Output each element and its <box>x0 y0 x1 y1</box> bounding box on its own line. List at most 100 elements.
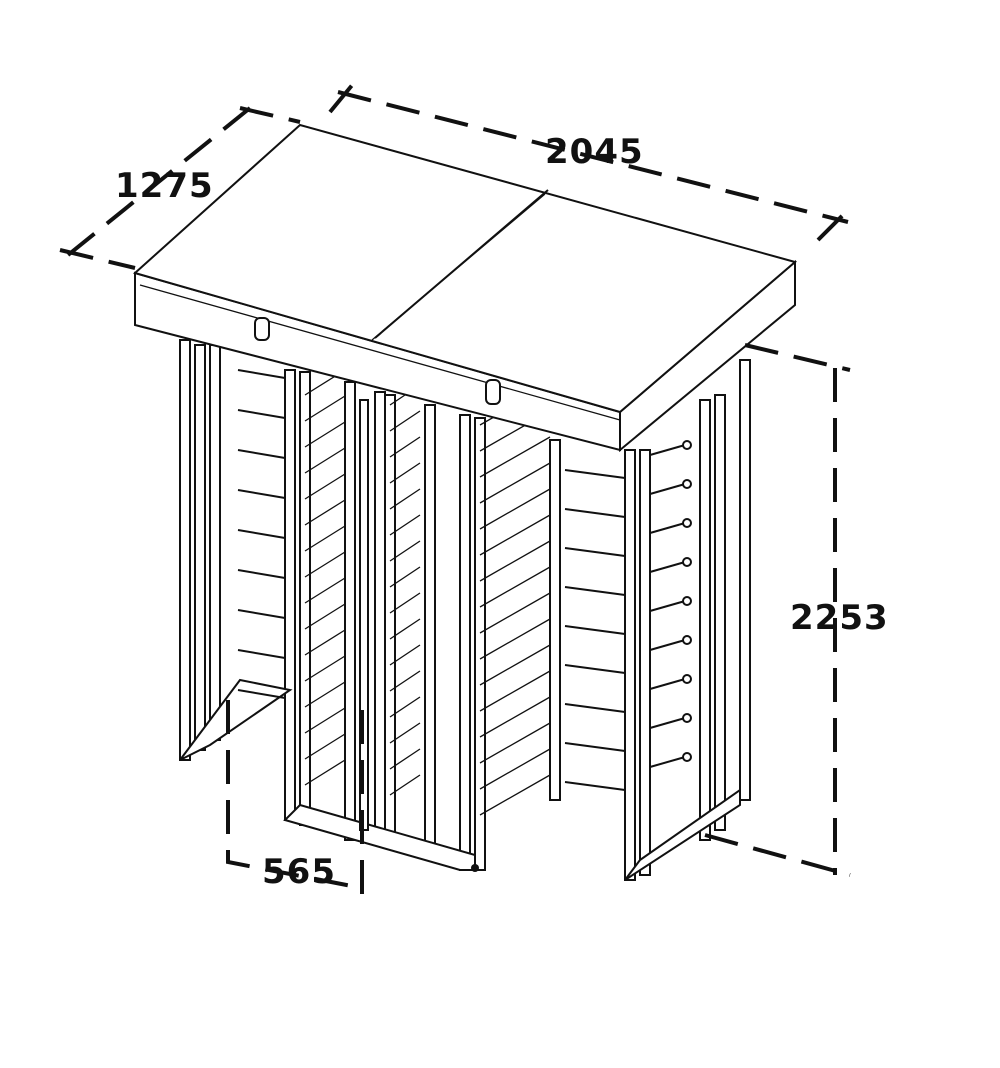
rotor-arm <box>389 670 421 692</box>
rotor-arm <box>564 586 626 596</box>
post <box>209 344 221 741</box>
rotor-arm <box>564 547 626 557</box>
rotor-arm <box>649 483 686 495</box>
rotor-arm <box>479 462 551 504</box>
rotor-arm <box>564 781 626 791</box>
rotor-arm <box>389 514 421 536</box>
rotor-arm <box>237 529 286 539</box>
rotor-arm <box>649 600 686 612</box>
rotor-arm <box>649 678 686 690</box>
post <box>739 359 751 801</box>
rotor-arm <box>564 664 626 674</box>
rotor-arm <box>237 369 286 379</box>
height-dimension-label: 2253 <box>790 598 889 638</box>
post <box>639 449 651 876</box>
dimension-lines <box>59 76 851 905</box>
rotor-arm <box>304 525 346 552</box>
arm-cap <box>682 635 692 645</box>
rotor-arm <box>564 469 626 479</box>
rotor-arm <box>237 409 286 419</box>
rotor-arm <box>479 722 551 764</box>
canopy-light-left <box>254 317 270 341</box>
base-frame-left <box>179 678 293 761</box>
post <box>384 394 396 849</box>
rotor-arm <box>479 618 551 660</box>
rotor-shaft <box>549 439 561 801</box>
rotor-arm <box>304 395 346 422</box>
post <box>284 369 296 821</box>
passage-dimension-label: 565 <box>262 852 336 892</box>
arm-cap <box>682 713 692 723</box>
rotor-arm <box>304 629 346 656</box>
arm-cap <box>682 440 692 450</box>
rotor-arm <box>479 514 551 556</box>
rotor-arm <box>389 592 421 614</box>
rotor-arm <box>564 625 626 635</box>
arm-cap <box>682 674 692 684</box>
rotor-arm <box>479 670 551 712</box>
rotor-arm <box>389 540 421 562</box>
rotor-arm <box>389 774 421 796</box>
rotor-arm <box>237 489 286 499</box>
post <box>624 449 636 881</box>
rotor-arm <box>304 473 346 500</box>
rotor-arm <box>564 508 626 518</box>
arm-cap <box>682 752 692 762</box>
rotor-arm <box>479 644 551 686</box>
depth-dimension-label: 1275 <box>115 166 214 206</box>
rotor-arm <box>649 561 686 573</box>
rotor-arm <box>304 577 346 604</box>
arm-cap <box>682 596 692 606</box>
rotor-arm <box>479 566 551 608</box>
rotor-arm <box>237 649 286 659</box>
rotor-arm <box>237 449 286 459</box>
canopy <box>132 123 798 453</box>
rotor-arm <box>389 488 421 510</box>
rotor-arm <box>564 742 626 752</box>
rotor-arm <box>237 689 286 699</box>
rotor-arm <box>649 639 686 651</box>
rotor-arm <box>479 436 551 478</box>
rotor-arm <box>389 644 421 666</box>
arm-cap <box>682 518 692 528</box>
rotor-arm <box>304 603 346 630</box>
width-dimension-label: 2045 <box>545 132 644 172</box>
base-frame-right <box>624 788 741 881</box>
rotor-arm <box>649 717 686 729</box>
rotor-arm <box>389 618 421 640</box>
rotor-arm <box>649 756 686 768</box>
arm-cap <box>682 557 692 567</box>
post <box>699 399 711 841</box>
rotor-arm <box>304 551 346 578</box>
rotor-arm <box>304 759 346 786</box>
post <box>374 391 386 846</box>
rotor-arm <box>304 733 346 760</box>
rotor-arm <box>304 499 346 526</box>
rotor-arm <box>389 748 421 770</box>
rotor-arm <box>479 774 551 816</box>
rotor-arm <box>564 703 626 713</box>
pivot <box>471 864 479 872</box>
rotor-arm <box>649 522 686 534</box>
rotor-arm <box>479 540 551 582</box>
post <box>344 381 356 841</box>
rotor-arm <box>389 722 421 744</box>
post <box>179 339 191 761</box>
base-frame <box>283 803 476 871</box>
rotor-arm <box>479 488 551 530</box>
rotor-arm <box>479 748 551 790</box>
rotor-arm <box>479 696 551 738</box>
rotor-arm <box>237 609 286 619</box>
post <box>714 394 726 831</box>
post <box>474 417 486 871</box>
rotor-arm <box>389 410 421 432</box>
rotor-arm <box>389 462 421 484</box>
rotor-arm <box>304 707 346 734</box>
post <box>194 344 206 751</box>
arm-cap <box>682 479 692 489</box>
rotor-arm <box>304 447 346 474</box>
rotor-arm <box>304 421 346 448</box>
post <box>424 404 436 851</box>
rotor-arm <box>649 444 686 456</box>
